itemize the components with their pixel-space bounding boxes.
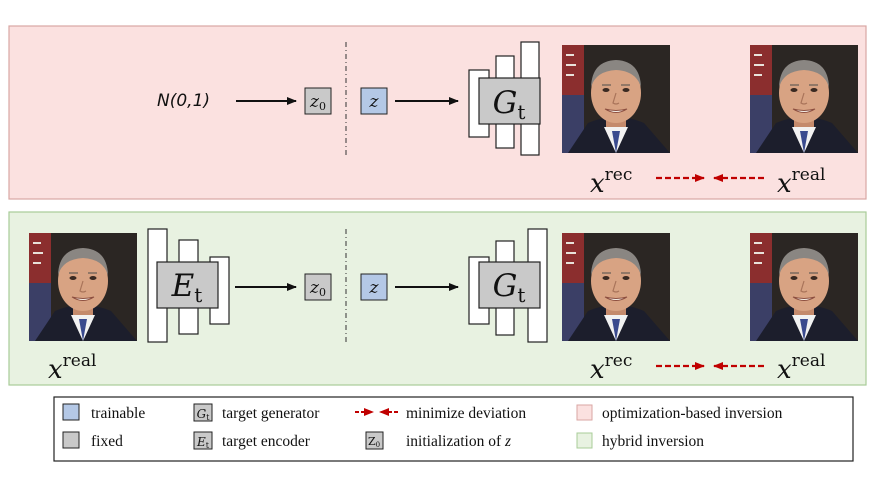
trainable-swatch: [62, 403, 80, 421]
svg-text:Z0: Z0: [368, 435, 380, 449]
real-label-bottom: xreal: [777, 351, 825, 385]
encoder-bottom: Et: [147, 228, 230, 343]
legend-fixed: fixed: [91, 433, 123, 450]
hybrid-swatch: [576, 432, 593, 449]
reconstructed-image-top: [561, 44, 671, 154]
generator-label-top: Gt: [493, 85, 526, 124]
legend-minimize-deviation: minimize deviation: [406, 405, 526, 422]
z0-label-top: z0: [309, 92, 326, 113]
legend-trainable: trainable: [91, 405, 145, 422]
encoder-label-bottom: Et: [171, 268, 203, 307]
z-label-bottom: z: [369, 278, 380, 298]
hybrid-panel: [8, 211, 867, 386]
z-box-bottom: [360, 273, 388, 301]
rec-label-top: xrec: [590, 165, 632, 199]
legend-box: [53, 396, 854, 462]
generator-label-bottom: Gt: [493, 268, 526, 307]
generator-icon: [193, 403, 213, 422]
z-label-top: z: [369, 92, 380, 112]
input-image-bottom: [28, 232, 138, 342]
reconstructed-image-bottom: [561, 232, 671, 342]
real-image-bottom: [749, 232, 859, 342]
generator-bottom: Gt: [468, 228, 548, 343]
legend-target-generator: target generator: [222, 405, 320, 422]
legend-hybrid: hybrid inversion: [602, 433, 704, 450]
svg-text:Gt: Gt: [197, 407, 211, 422]
rec-label-bottom: xrec: [590, 351, 632, 385]
legend-optimization: optimization-based inversion: [602, 405, 783, 422]
noise-label: N(0,1): [157, 91, 210, 111]
legend-init-z: initialization of z: [406, 433, 511, 450]
input-label-bottom: xreal: [48, 351, 96, 385]
optimization-swatch: [576, 404, 593, 421]
svg-text:Et: Et: [196, 435, 210, 450]
encoder-icon: [193, 431, 213, 450]
legend-target-encoder: target encoder: [222, 433, 311, 450]
z0-icon: [365, 431, 384, 450]
generator-top: Gt: [468, 41, 541, 156]
z0-box-bottom: [304, 273, 332, 301]
real-image-top: [749, 44, 859, 154]
z0-box-top: [304, 87, 332, 115]
z-box-top: [360, 87, 388, 115]
real-label-top: xreal: [777, 165, 825, 199]
z0-label-bottom: z0: [309, 278, 326, 299]
optimization-panel: [8, 25, 867, 200]
fixed-swatch: [62, 431, 80, 449]
